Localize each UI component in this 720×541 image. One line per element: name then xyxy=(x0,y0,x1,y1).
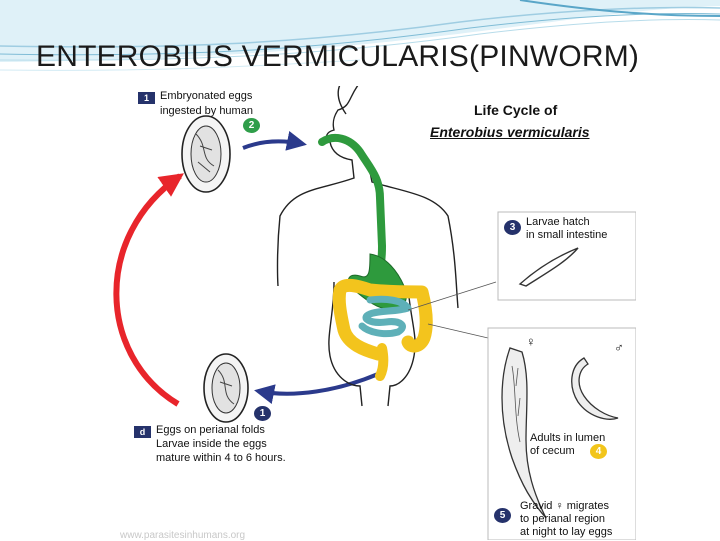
female-adult-worm xyxy=(501,347,547,519)
small-intestine xyxy=(358,295,412,338)
stage-d-marker: d xyxy=(134,426,151,438)
stage-adults-line-2: of cecum xyxy=(530,445,575,457)
male-adult-worm xyxy=(571,357,619,420)
male-symbol: ♂ xyxy=(614,340,624,355)
larva-worm xyxy=(518,247,579,287)
egg-larva-top xyxy=(190,125,222,183)
stage-ingested-line-1: Embryonated eggs xyxy=(160,90,253,102)
stage-1-badge: 1 xyxy=(254,406,271,421)
stage-5-badge: 5 xyxy=(494,508,511,523)
large-intestine xyxy=(332,278,433,361)
female-symbol: ♀ xyxy=(526,334,536,349)
egg-larva-bottom xyxy=(211,362,241,414)
rectum xyxy=(375,343,389,381)
stage-larvae-line-2: in small intestine xyxy=(526,229,608,241)
stage-larvae-line-1: Larvae hatch xyxy=(526,216,590,228)
stage-3-badge: 3 xyxy=(504,220,521,235)
stage-perianal-line-1: Eggs on perianal folds xyxy=(156,424,265,436)
stage-4-badge: 4 xyxy=(590,444,607,459)
stage-gravid-line-3: at night to lay eggs xyxy=(520,526,613,538)
stage-gravid-line-2: to perianal region xyxy=(520,513,606,525)
stage-perianal-line-3: mature within 4 to 6 hours. xyxy=(156,452,286,464)
lifecycle-title: Life Cycle of xyxy=(474,102,558,118)
stage-2-badge: 2 xyxy=(243,118,260,133)
pointer-line-small-intestine xyxy=(407,281,497,311)
red-cycle-arrow xyxy=(113,173,184,407)
egg-deposit-arrow xyxy=(254,372,379,404)
larvae-panel xyxy=(497,211,636,301)
slide-title: ENTEROBIUS VERMICULARIS(PINWORM) xyxy=(36,40,640,73)
ingestion-arrow xyxy=(242,131,307,151)
header-wave-decoration xyxy=(0,0,720,71)
watermark: www.parasitesinhumans.org xyxy=(120,530,246,541)
stage-adults-line-1: Adults in lumen xyxy=(530,432,606,444)
lifecycle-species: Enterobius vermicularis xyxy=(430,124,590,140)
pointer-line-cecum xyxy=(427,323,489,339)
stage-gravid-line-1: Gravid ♀ migrates xyxy=(520,500,609,512)
stage-perianal-line-2: Larvae inside the eggs xyxy=(156,438,267,450)
stage-ingested-line-2: ingested by human xyxy=(160,105,253,117)
lifecycle-figure: 1 Embryonated eggs ingested by human 2 L… xyxy=(108,86,636,541)
lifecycle-diagram xyxy=(113,86,636,540)
stage-1-marker: 1 xyxy=(138,92,155,104)
